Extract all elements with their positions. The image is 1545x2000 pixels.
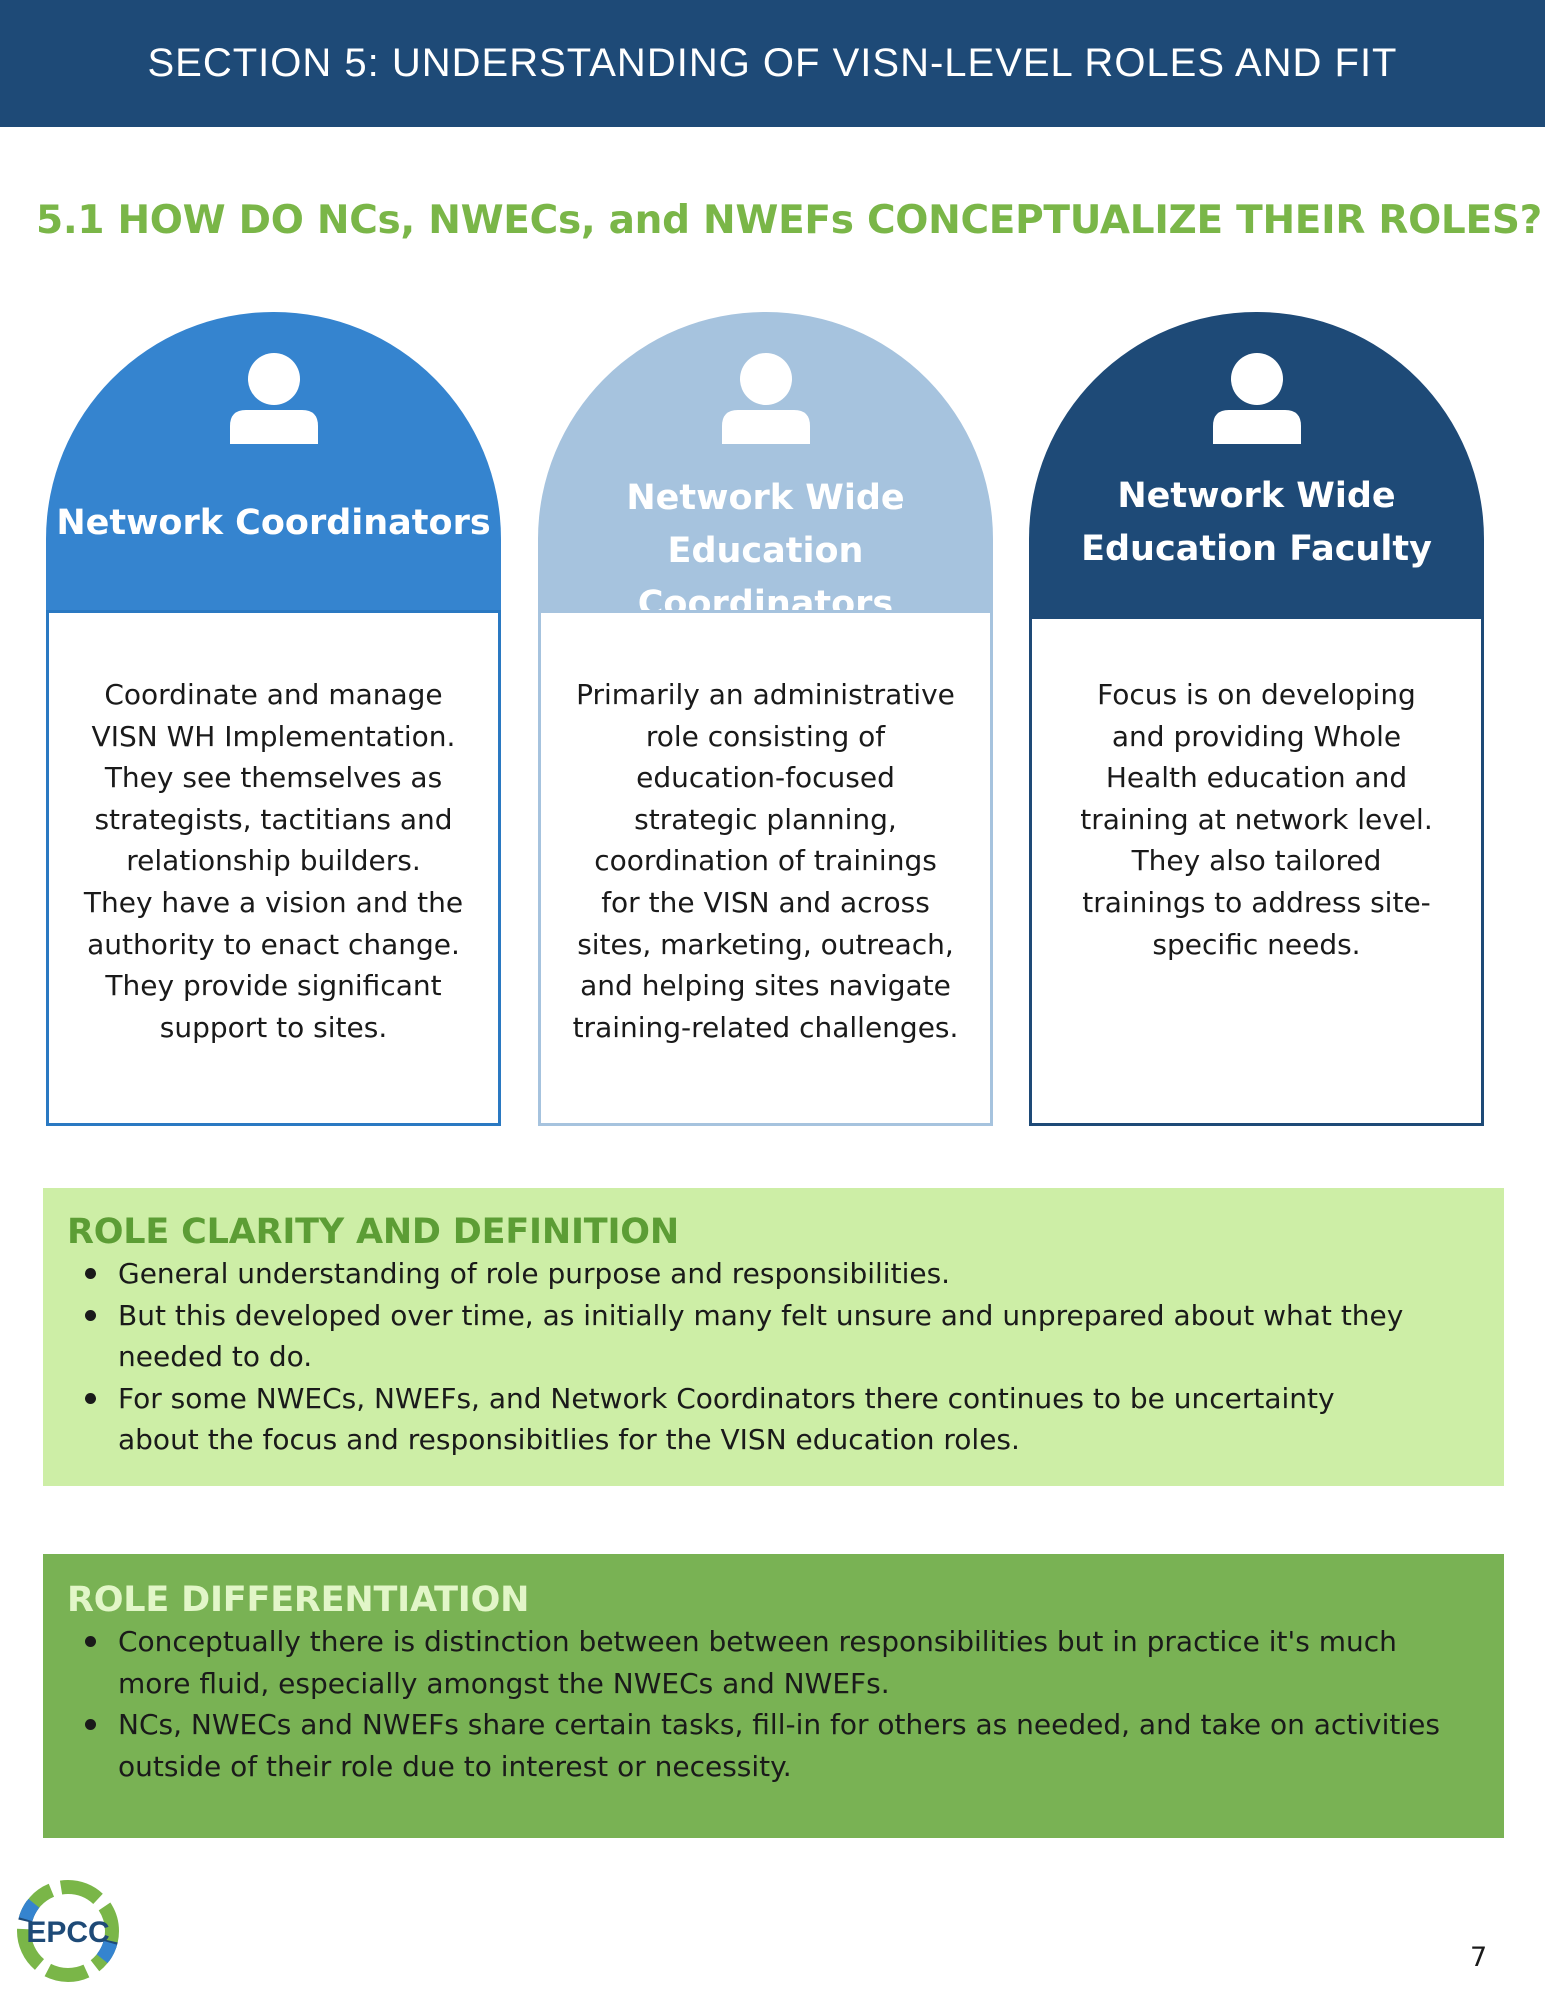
role-name: Network Wide Education Coordinators xyxy=(626,478,905,624)
section-title: SECTION 5: UNDERSTANDING OF VISN-LEVEL R… xyxy=(147,41,1398,85)
role-clarity-panel: ROLE CLARITY AND DEFINITION General unde… xyxy=(43,1188,1504,1486)
bullet-icon xyxy=(85,1309,96,1321)
person-icon xyxy=(230,353,318,444)
panel-heading: ROLE DIFFERENTIATION xyxy=(67,1580,530,1620)
role-description: Primarily an administrative role consist… xyxy=(572,678,959,1044)
list-item: For some NWECs, NWEFs, and Network Coord… xyxy=(67,1378,1480,1461)
role-card-network-coordinators: Network Coordinators Coordinate and mana… xyxy=(46,312,501,1126)
role-description: Focus is on developing and providing Who… xyxy=(1080,678,1433,961)
role-name: Network Coordinators xyxy=(56,503,491,543)
role-description: Coordinate and manage VISN WH Implementa… xyxy=(83,678,464,1044)
panel-heading: ROLE CLARITY AND DEFINITION xyxy=(67,1212,679,1252)
card-body-box xyxy=(1029,616,1484,1126)
role-card-network-wide-education-coordinators: Network Wide Education Coordinators Prim… xyxy=(538,312,993,1126)
card-body-box xyxy=(538,610,993,1126)
bullet-icon xyxy=(85,1392,96,1404)
list-item: General understanding of role purpose an… xyxy=(67,1253,1480,1295)
bullet-list: Conceptually there is distinction betwee… xyxy=(67,1621,1480,1787)
role-differentiation-panel: ROLE DIFFERENTIATION Conceptually there … xyxy=(43,1554,1504,1838)
section-header-bar: SECTION 5: UNDERSTANDING OF VISN-LEVEL R… xyxy=(0,0,1545,127)
bullet-icon xyxy=(85,1636,96,1647)
list-item: Conceptually there is distinction betwee… xyxy=(67,1621,1480,1704)
role-name: Network Wide Education Faculty xyxy=(1081,476,1432,569)
epcc-logo: EPCC xyxy=(17,1880,119,1982)
bullet-icon xyxy=(85,1268,96,1279)
list-item: NCs, NWECs and NWEFs share certain tasks… xyxy=(67,1704,1480,1787)
bullet-list: General understanding of role purpose an… xyxy=(67,1253,1480,1461)
subsection-heading: 5.1 HOW DO NCs, NWECs, and NWEFs CONCEPT… xyxy=(36,198,1542,243)
page-number: 7 xyxy=(1470,1942,1488,1973)
person-icon xyxy=(1213,353,1301,444)
person-icon xyxy=(722,353,810,444)
bullet-icon xyxy=(85,1719,96,1731)
list-item: But this developed over time, as initial… xyxy=(67,1295,1480,1378)
card-body-box xyxy=(46,610,501,1126)
role-card-network-wide-education-faculty: Network Wide Education Faculty Focus is … xyxy=(1029,312,1484,1126)
logo-text: EPCC xyxy=(26,1916,109,1949)
